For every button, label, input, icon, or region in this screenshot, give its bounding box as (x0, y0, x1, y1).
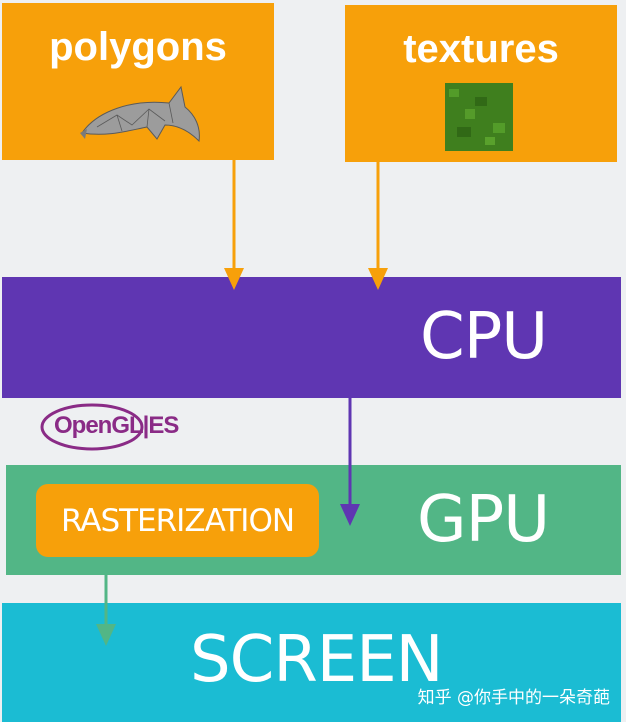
cpu-label: CPU (420, 300, 548, 374)
cpu-stage: CPU (2, 277, 621, 398)
textures-box: textures (345, 5, 617, 162)
dolphin-mesh-icon (80, 85, 200, 143)
arrow-textures-to-cpu (368, 162, 388, 290)
rasterization-label: RASTERIZATION (60, 503, 295, 539)
opengl-es-text: OpenGL|ES (54, 412, 179, 439)
arrow-gpu-to-screen (96, 575, 116, 646)
arrow-polygons-to-cpu (224, 160, 244, 290)
screen-label: SCREEN (190, 623, 444, 697)
arrow-cpu-to-gpu (340, 398, 360, 526)
gpu-label: GPU (417, 483, 550, 557)
rasterization-box: RASTERIZATION (36, 484, 319, 557)
polygons-title: polygons (49, 25, 227, 69)
textures-title: textures (403, 27, 559, 71)
watermark: 知乎 @你手中的一朵奇葩 (417, 688, 610, 708)
polygons-box: polygons (2, 3, 274, 160)
grass-texture-icon (445, 83, 513, 151)
opengl-es-logo: OpenGL|ES (40, 402, 190, 452)
